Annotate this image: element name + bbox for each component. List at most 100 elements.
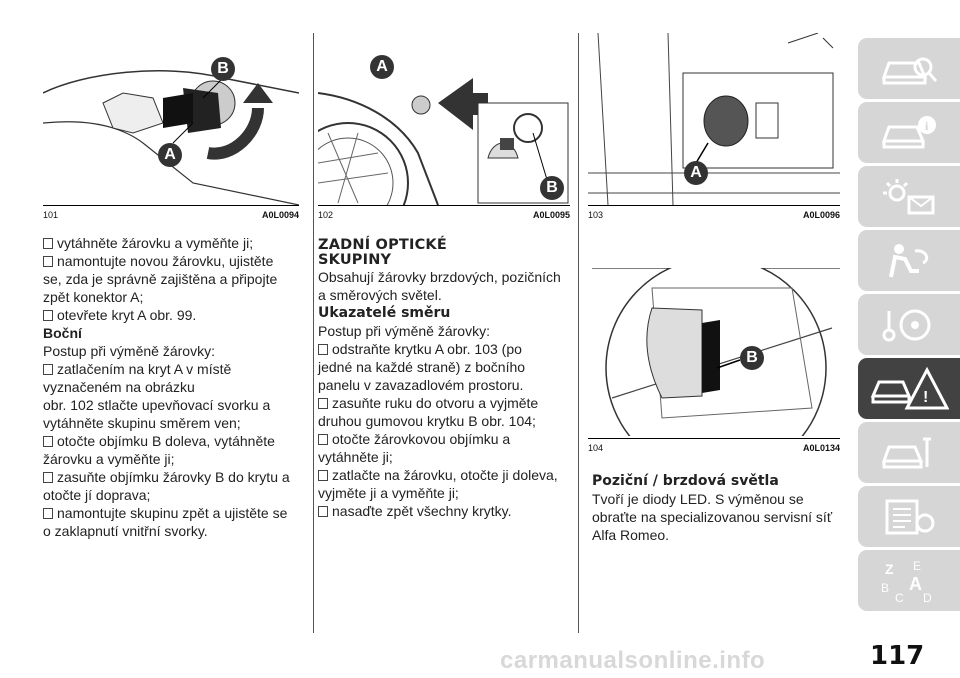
bullet-item: zatlačením na kryt A v místě xyxy=(43,360,305,378)
checkbox-icon xyxy=(318,398,328,409)
bullet-item: otočte žárovkovou objímku a xyxy=(318,430,576,448)
bullet-item: zasuňte objímku žárovky B do krytu a xyxy=(43,468,305,486)
text-line: druhou gumovou krytku B obr. 104; xyxy=(318,413,536,429)
side-tab-car-emergency[interactable]: ! xyxy=(858,358,960,419)
text-line: jedné na každé straně) z bočního xyxy=(318,359,526,375)
bullet-text: odstraňte krytku A obr. 103 (po xyxy=(332,341,522,357)
checkbox-icon xyxy=(43,472,53,483)
text-line: Alfa Romeo. xyxy=(592,527,670,543)
checkbox-icon xyxy=(318,344,328,355)
figure-number: 104 xyxy=(588,443,604,453)
bullet-text: otočte žárovkovou objímku a xyxy=(332,431,511,447)
column-3-text: Poziční / brzdová světla Tvoří je diody … xyxy=(592,472,850,544)
intro-text: Postup při výměně žárovky: xyxy=(43,343,215,359)
svg-text:Z: Z xyxy=(885,561,894,577)
figure-101: B A xyxy=(43,33,299,205)
side-tab-car-info[interactable]: i xyxy=(858,102,960,163)
figure-label-a: A xyxy=(370,55,394,79)
checkbox-icon xyxy=(43,436,53,447)
text-line: o zaklapnutí vnitřní svorky. xyxy=(43,523,208,539)
figure-label-b: B xyxy=(740,346,764,370)
car-info-icon: i xyxy=(881,115,936,148)
bullet-text: otočte objímku B doleva, vytáhněte xyxy=(57,433,275,449)
car-maintenance-icon xyxy=(881,437,931,468)
svg-text:C: C xyxy=(895,591,904,605)
column-divider xyxy=(313,33,314,633)
svg-text:i: i xyxy=(925,119,929,133)
figure-rule xyxy=(588,438,840,439)
intro-text: Obsahují žárovky brzdových, pozičních xyxy=(318,269,561,285)
figure-label-a: A xyxy=(158,143,182,167)
checkbox-icon xyxy=(43,238,53,249)
car-emergency-icon: ! xyxy=(870,366,949,409)
bullet-item: zatlačte na žárovku, otočte ji doleva, xyxy=(318,466,576,484)
text-line: obraťte na specializovanou servisní síť xyxy=(592,509,833,525)
checkbox-icon xyxy=(318,506,328,517)
bullet-item: namontujte skupinu zpět a ujistěte se xyxy=(43,504,305,522)
bullet-text: nasaďte zpět všechny krytky. xyxy=(332,503,512,519)
checkbox-icon xyxy=(318,470,328,481)
figure-label-b: B xyxy=(540,176,564,200)
text-line: otočte jí doprava; xyxy=(43,487,151,503)
bullet-item: otevřete kryt A obr. 99. xyxy=(43,306,305,324)
figure-code: A0L0094 xyxy=(261,210,299,220)
figure-102: A B xyxy=(318,33,570,205)
index-icon: Z E B AC D xyxy=(881,559,932,605)
side-tab-steering-key[interactable] xyxy=(858,294,960,355)
bullet-text: zatlačením na kryt A v místě xyxy=(57,361,232,377)
text-line: obr. 102 stlačte upevňovací svorku a xyxy=(43,397,271,413)
svg-text:A: A xyxy=(909,574,922,594)
svg-text:D: D xyxy=(923,591,932,605)
procedure-text: Postup při výměně žárovky: xyxy=(318,323,490,339)
figure-code: A0L0134 xyxy=(802,443,840,453)
figure-rule xyxy=(318,205,570,206)
figure-rule xyxy=(43,205,299,206)
subsection-heading: Ukazatelé směru xyxy=(318,305,451,321)
bullet-item: namontujte novou žárovku, ujistěte xyxy=(43,252,305,270)
car-search-icon xyxy=(881,57,938,84)
section-heading: Boční xyxy=(43,325,82,341)
bullet-text: namontujte novou žárovku, ujistěte xyxy=(57,253,274,269)
airbag-seat-icon xyxy=(889,243,929,277)
side-tab-car-search[interactable] xyxy=(858,38,960,99)
column-1-text: vytáhněte žárovku a vyměňte ji; namontuj… xyxy=(43,234,305,540)
side-tab-car-maintenance[interactable] xyxy=(858,422,960,483)
figure-caption: 104 A0L0134 xyxy=(588,443,840,453)
figure-code: A0L0096 xyxy=(802,210,840,220)
bullet-item: vytáhněte žárovku a vyměňte ji; xyxy=(43,234,305,252)
checkbox-icon xyxy=(43,364,53,375)
bullet-item: nasaďte zpět všechny krytky. xyxy=(318,502,576,520)
figure-rule xyxy=(588,205,840,206)
bullet-text: zasuňte ruku do otvoru a vyjměte xyxy=(332,395,539,411)
bullet-text: zasuňte objímku žárovky B do krytu a xyxy=(57,469,290,485)
side-tab-airbag-seat[interactable] xyxy=(858,230,960,291)
checkbox-icon xyxy=(43,310,53,321)
svg-text:!: ! xyxy=(923,389,928,406)
bullet-item: otočte objímku B doleva, vytáhněte xyxy=(43,432,305,450)
bullet-item: zasuňte ruku do otvoru a vyjměte xyxy=(318,394,576,412)
figure-caption: 101 A0L0094 xyxy=(43,210,299,220)
text-line: vytáhněte skupinu směrem ven; xyxy=(43,415,241,431)
figure-label-b: B xyxy=(211,57,235,81)
svg-text:E: E xyxy=(913,559,921,573)
warning-lights-icon xyxy=(883,178,935,214)
text-line: panelu v zavazadlovém prostoru. xyxy=(318,377,524,393)
text-line: vyznačeném na obrázku xyxy=(43,379,195,395)
text-line: vytáhněte ji; xyxy=(318,449,393,465)
side-tab-warning-lights[interactable] xyxy=(858,166,960,227)
text-line: se, zda je správně zajištěna a připojte xyxy=(43,271,278,287)
bullet-text: zatlačte na žárovku, otočte ji doleva, xyxy=(332,467,558,483)
bullet-text: vytáhněte žárovku a vyměňte ji; xyxy=(57,235,254,251)
figure-caption: 102 A0L0095 xyxy=(318,210,570,220)
side-tab-technical-data[interactable] xyxy=(858,486,960,547)
figure-103: A xyxy=(588,33,840,205)
checkbox-icon xyxy=(43,256,53,267)
svg-text:B: B xyxy=(881,581,889,595)
figure-number: 103 xyxy=(588,210,604,220)
figure-104: B xyxy=(592,268,840,436)
watermark: carmanualsonline.info xyxy=(500,647,766,674)
text-line: zpět konektor A; xyxy=(43,289,144,305)
